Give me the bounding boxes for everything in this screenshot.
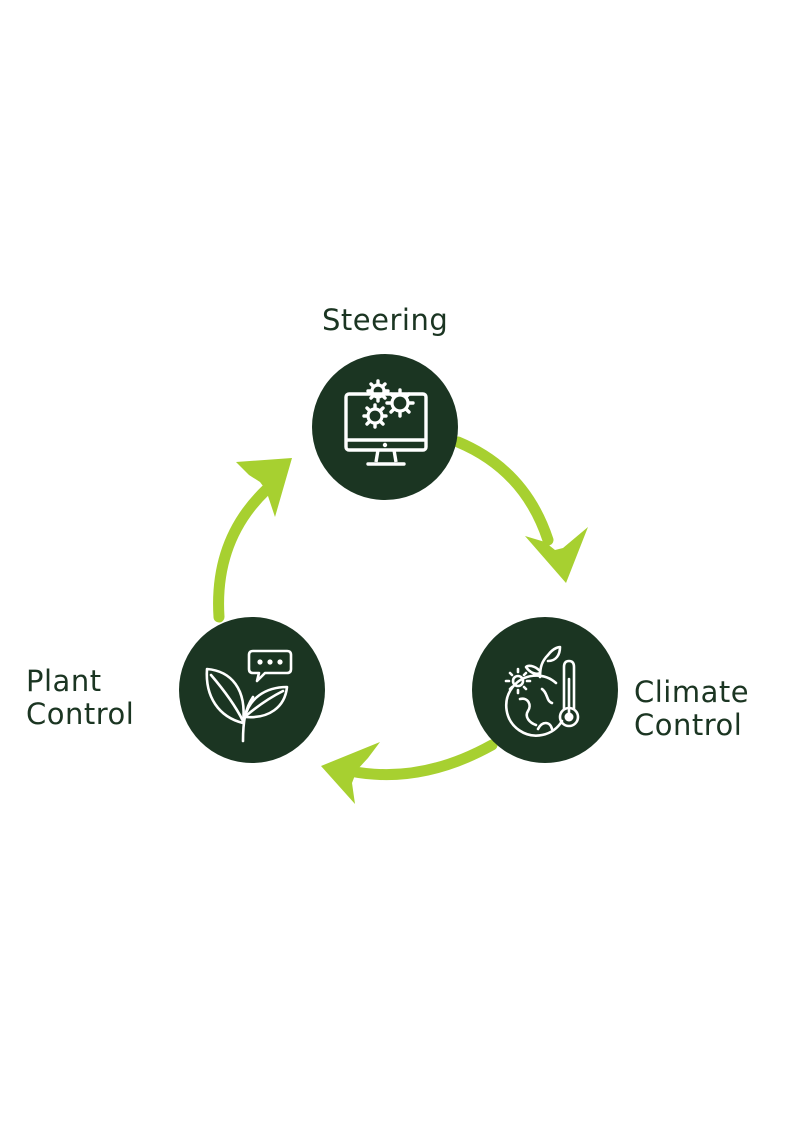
label-climate-control: Climate Control [634, 675, 750, 742]
globe-thermometer-icon [504, 645, 580, 737]
plant-chat-icon [205, 649, 293, 743]
arrow-head-steering [236, 458, 292, 517]
arrow-head-plant [321, 742, 380, 804]
node-steering [312, 354, 458, 500]
label-steering: Steering [322, 303, 449, 337]
computer-gears-icon [344, 379, 428, 466]
arrow-plant-to-steering [213, 484, 272, 623]
arrow-head-climate [525, 527, 588, 583]
arrow-steering-to-climate [452, 436, 554, 546]
node-plant [179, 617, 325, 763]
label-plant-control: Plant Control [26, 664, 135, 731]
node-climate [472, 617, 618, 763]
arrow-climate-to-plant [344, 739, 498, 781]
